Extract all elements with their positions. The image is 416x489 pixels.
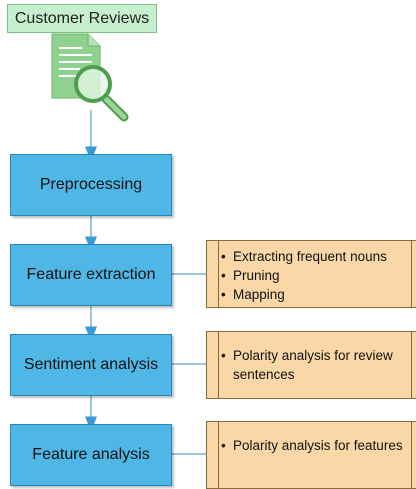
step-preprocessing: Preprocessing — [10, 154, 172, 216]
note-feature-extraction: Extracting frequent nouns Pruning Mappin… — [206, 240, 416, 308]
note-item: Mapping — [221, 285, 405, 304]
step-sentiment-analysis: Sentiment analysis — [10, 334, 172, 396]
note-feature-analysis: Polarity analysis for features — [206, 421, 416, 489]
note-item: Pruning — [221, 266, 405, 285]
step-feature-analysis: Feature analysis — [10, 424, 172, 486]
note-item: Extracting frequent nouns — [221, 247, 405, 266]
note-item: Polarity analysis for features — [221, 436, 405, 455]
source-label: Customer Reviews — [7, 4, 157, 33]
note-sentiment-analysis: Polarity analysis for review sentences — [206, 331, 416, 399]
note-item: Polarity analysis for review sentences — [221, 346, 405, 384]
document-search-icon — [51, 33, 129, 122]
step-feature-extraction: Feature extraction — [10, 244, 172, 306]
